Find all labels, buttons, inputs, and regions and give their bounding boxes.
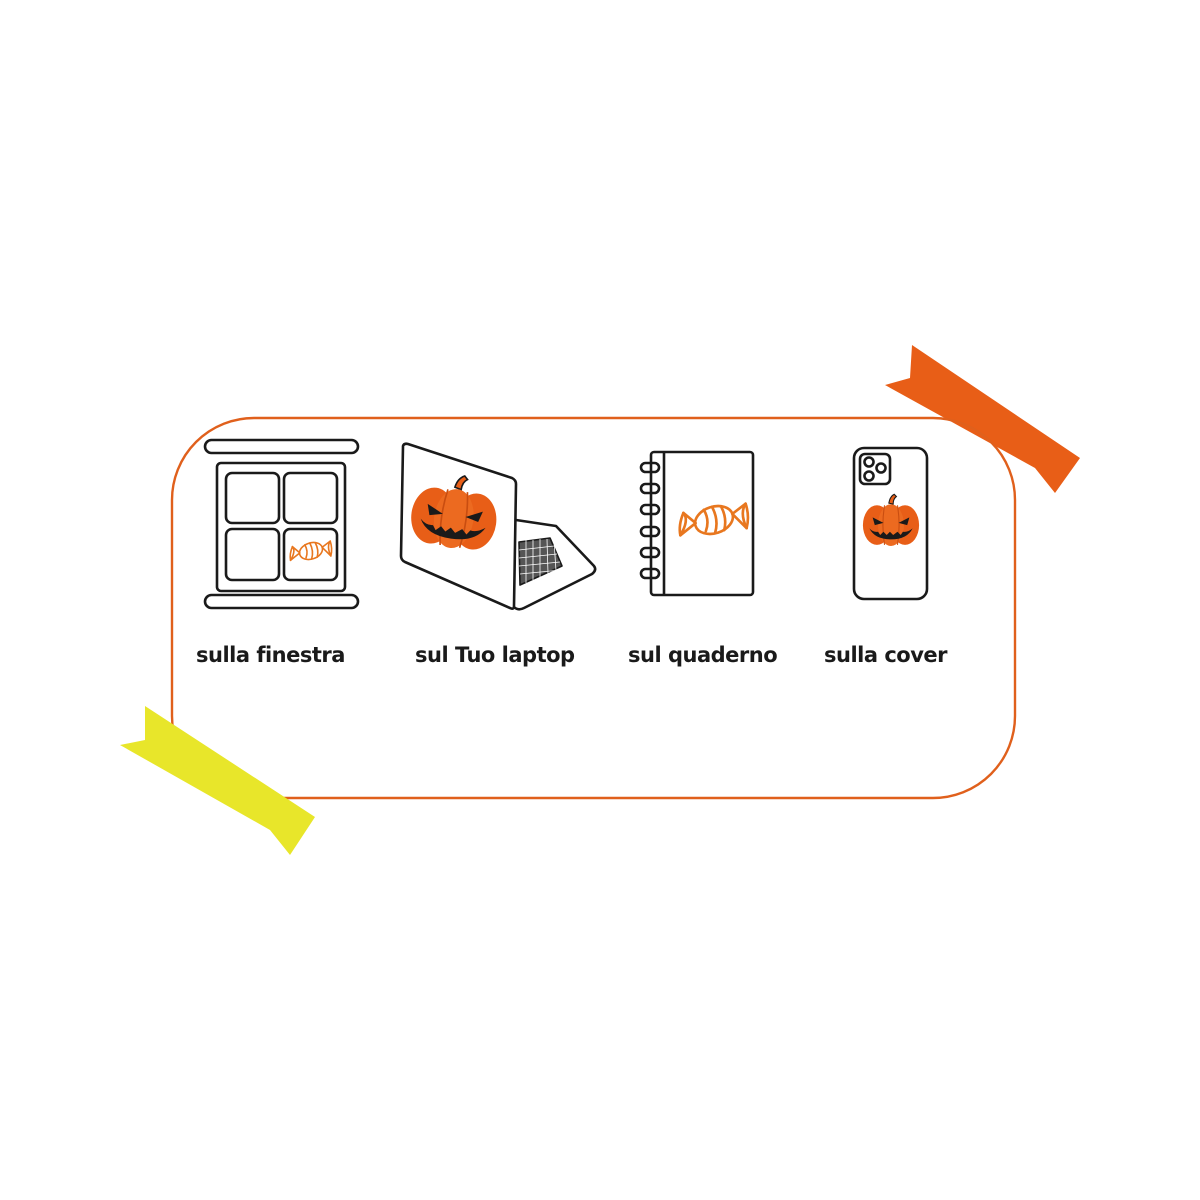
yellow-tape bbox=[120, 706, 315, 855]
phone-cover-icon bbox=[852, 446, 929, 601]
label-sulla-cover: sulla cover bbox=[824, 643, 948, 667]
card-frame bbox=[170, 416, 1017, 800]
window-icon bbox=[203, 438, 360, 610]
candy-sticker-window bbox=[289, 538, 333, 564]
laptop-icon bbox=[399, 442, 597, 611]
candy-sticker-notebook bbox=[678, 500, 750, 540]
label-sul-tuo-laptop: sul Tuo laptop bbox=[415, 643, 575, 667]
orange-tape bbox=[885, 345, 1080, 493]
pumpkin-sticker-phone bbox=[862, 493, 920, 547]
label-sul-quaderno: sul quaderno bbox=[628, 643, 777, 667]
notebook-icon bbox=[639, 450, 755, 597]
label-sulla-finestra: sulla finestra bbox=[196, 643, 345, 667]
pumpkin-sticker-laptop bbox=[406, 468, 503, 555]
